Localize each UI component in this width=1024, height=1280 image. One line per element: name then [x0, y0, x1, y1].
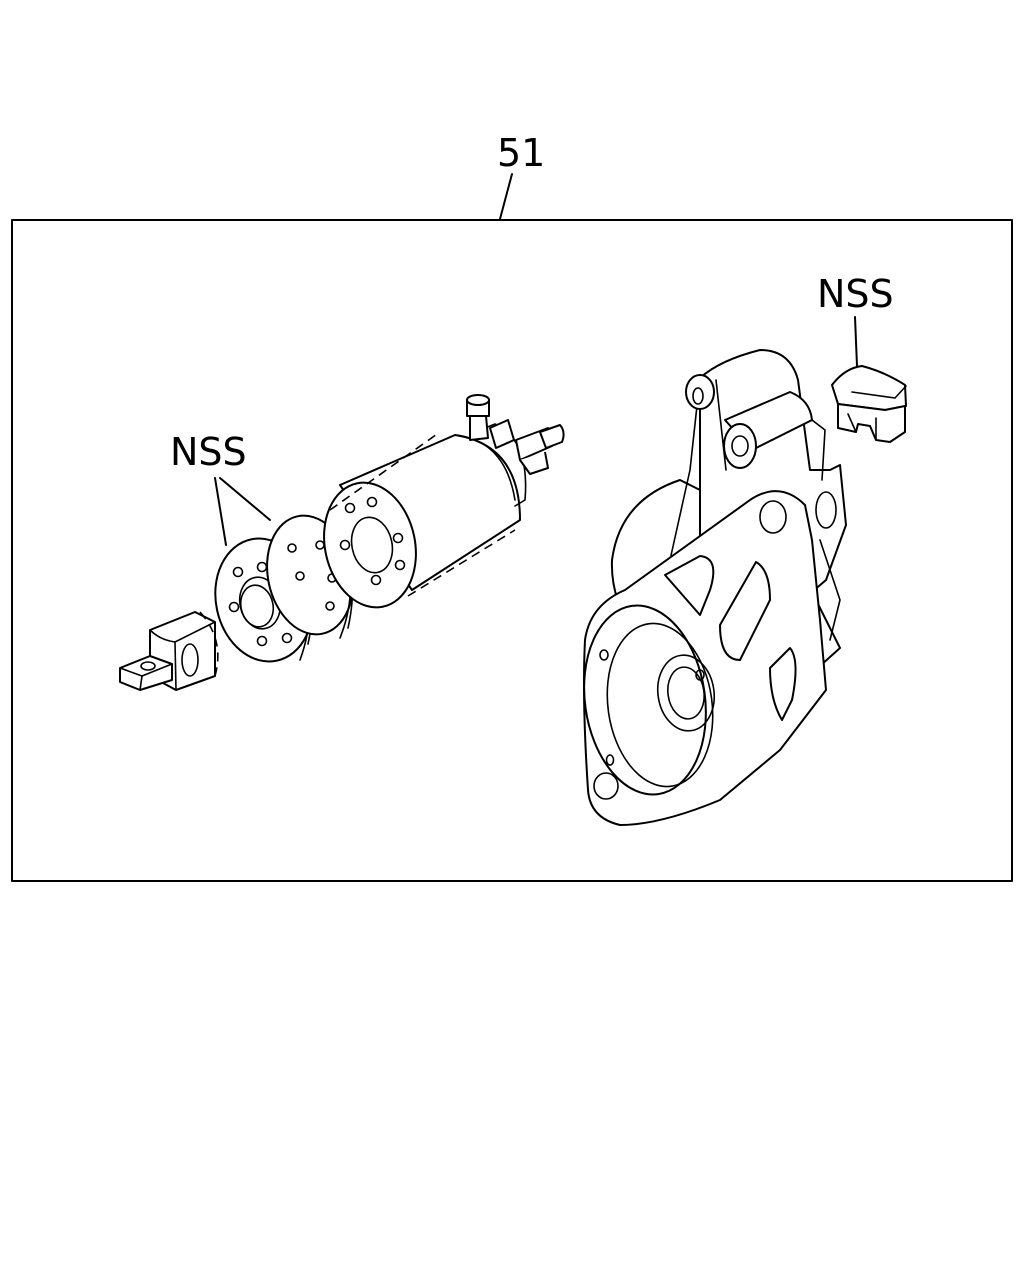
assembly-number-label: 51: [497, 131, 545, 175]
nss-left-leaders: [214, 477, 271, 546]
nss-right-leader: [854, 316, 858, 367]
solenoid-body: [323, 423, 527, 609]
assembly-leader-line: [499, 173, 513, 220]
starter-housing: [583, 349, 847, 826]
assembly-frame: [11, 219, 1013, 882]
bracket-part: [831, 365, 907, 443]
solenoid-terminals: [466, 394, 565, 475]
nss-label-left: NSS: [170, 430, 247, 474]
nss-label-right: NSS: [817, 272, 894, 316]
plunger-part: [119, 611, 219, 691]
